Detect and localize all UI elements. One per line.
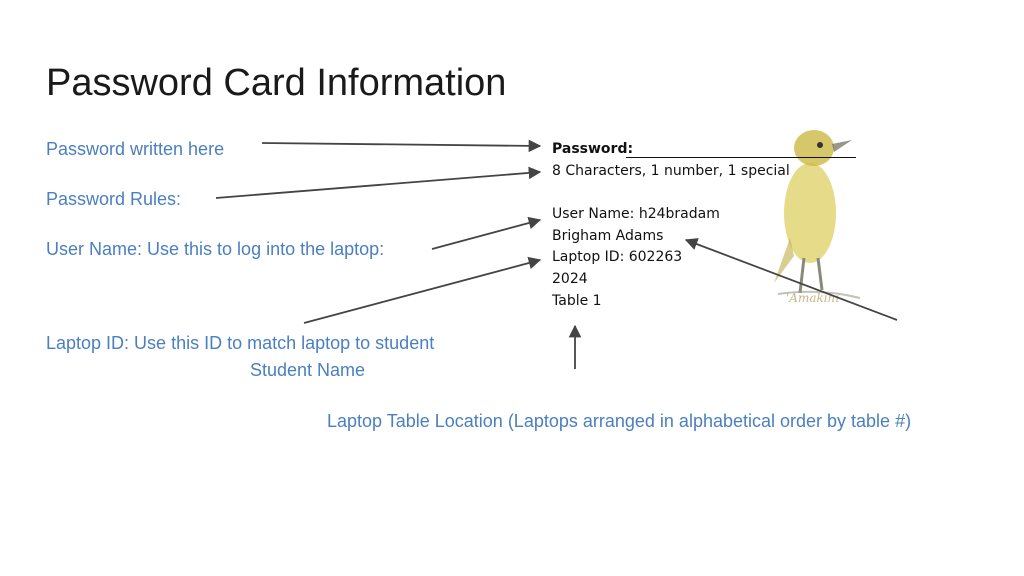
svg-text:'Amakihi: 'Amakihi [786,291,839,305]
card-rules: 8 Characters, 1 number, 1 special [552,163,790,179]
note-password-rules: Password Rules: [46,189,182,209]
arrow-password-rules [215,166,542,199]
note-password: Password written here [46,139,225,159]
arrow-laptop-id [303,256,542,324]
note-table-location: Laptop Table Location (Laptops arranged … [327,411,912,431]
slide-title: Password Card Information [46,62,507,104]
arrow-user-name [431,216,542,250]
note-student-name: Student Name [250,360,366,380]
note-user-name: User Name: Use this to log into the lapt… [46,239,385,259]
card-password-label: Password: [552,141,634,157]
arrow-password [261,139,542,153]
card-laptop-id: Laptop ID: 602263 [552,249,683,265]
card-user-name: User Name: h24bradam [552,206,720,222]
amakihi-bird-logo: 'Amakihi [760,118,870,323]
card-table: Table 1 [552,293,602,309]
card-student-name: Brigham Adams [552,228,664,244]
card-password-blank-line [626,157,856,158]
arrow-student-name [684,238,898,321]
card-year: 2024 [552,271,588,287]
note-laptop-id: Laptop ID: Use this ID to match laptop t… [46,333,435,353]
